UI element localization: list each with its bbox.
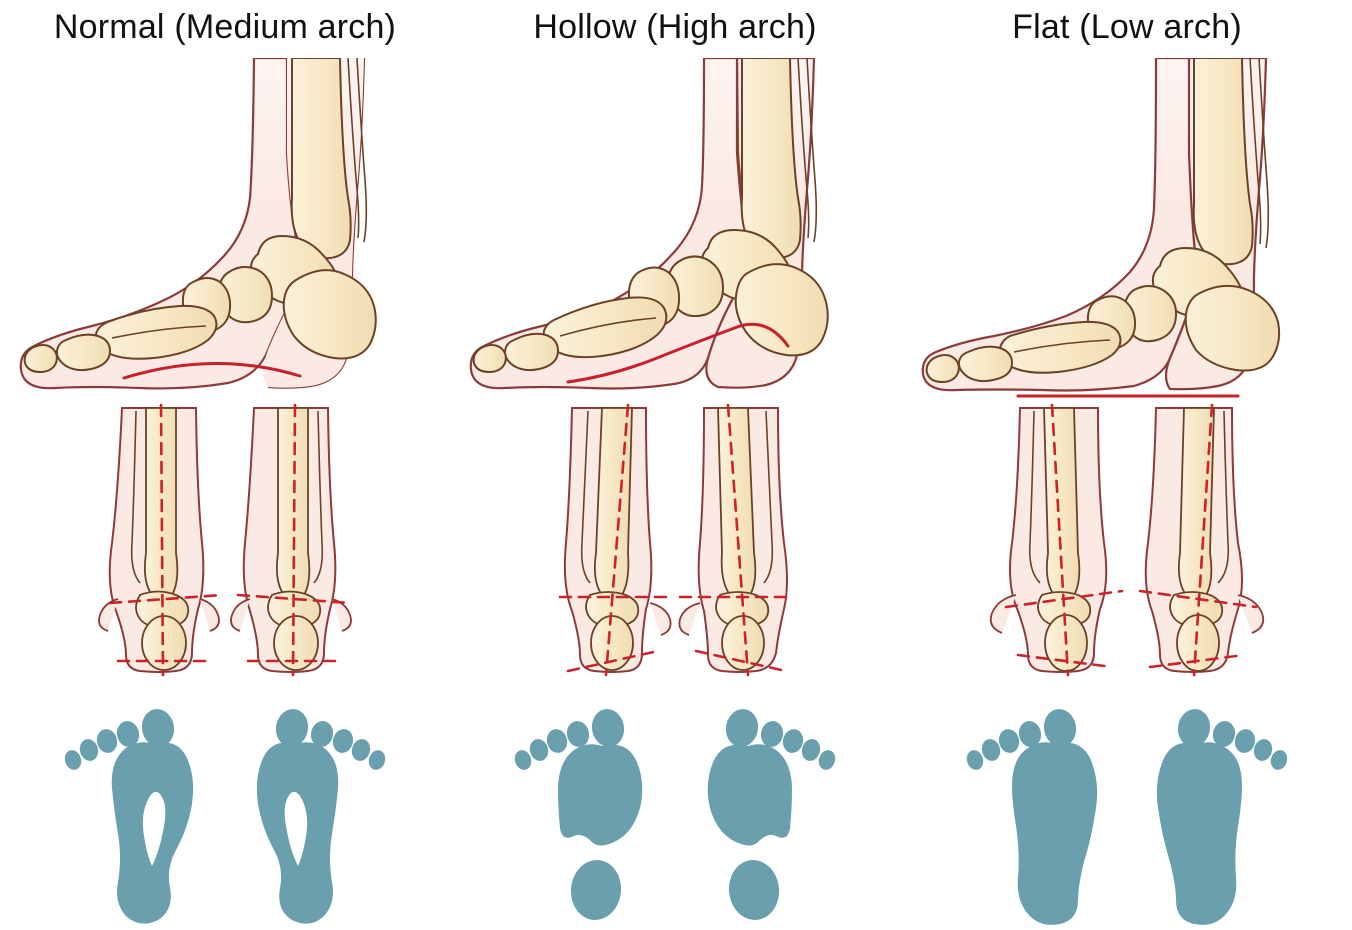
arch-line-normal <box>122 362 302 380</box>
column-normal: Normal (Medium arch) <box>0 0 450 930</box>
posterior-ankle-normal <box>0 403 450 703</box>
posterior-leg-left-hollow <box>563 407 672 673</box>
footprint-hollow <box>450 700 900 930</box>
posterior-leg-left-normal <box>98 407 220 673</box>
footprint-left-hollow <box>514 709 643 920</box>
alignment-lines-left-hollow <box>558 403 676 677</box>
column-title-normal: Normal (Medium arch) <box>53 8 397 46</box>
posterior-leg-right-flat <box>1144 407 1265 673</box>
footprint-right-flat <box>1156 709 1288 925</box>
arch-line-hollow <box>566 322 790 384</box>
alignment-lines-right-flat <box>1138 403 1258 677</box>
bones-flat <box>925 58 1281 383</box>
posterior-ankle-hollow <box>450 403 900 703</box>
column-flat: Flat (Low arch) <box>902 0 1352 930</box>
footprint-left-normal <box>64 709 194 924</box>
lateral-foot-hollow <box>450 58 900 403</box>
footprint-flat <box>902 700 1352 930</box>
lateral-foot-normal <box>0 58 450 403</box>
bones-normal <box>23 58 377 373</box>
alignment-lines-right-normal <box>236 403 352 677</box>
footprint-normal <box>0 700 450 930</box>
column-title-hollow: Hollow (High arch) <box>533 8 817 46</box>
footprint-pair-flat <box>966 709 1288 925</box>
posterior-leg-right-normal <box>230 407 352 673</box>
footprint-right-hollow <box>707 709 836 920</box>
column-title-flat: Flat (Low arch) <box>1012 8 1242 46</box>
posterior-leg-left-flat <box>989 407 1108 673</box>
alignment-lines-right-hollow <box>678 403 796 677</box>
alignment-lines-left-flat <box>1004 403 1124 677</box>
footprint-right-normal <box>256 709 386 924</box>
footprint-left-flat <box>966 709 1098 925</box>
lateral-foot-flat <box>902 58 1352 403</box>
bones-hollow <box>472 58 829 373</box>
posterior-ankle-flat <box>902 403 1352 703</box>
alignment-lines-left-normal <box>108 403 224 677</box>
footprint-pair-normal <box>64 709 386 924</box>
column-hollow: Hollow (High arch) <box>450 0 900 930</box>
posterior-leg-right-hollow <box>678 407 788 673</box>
footprint-pair-hollow <box>514 709 836 920</box>
